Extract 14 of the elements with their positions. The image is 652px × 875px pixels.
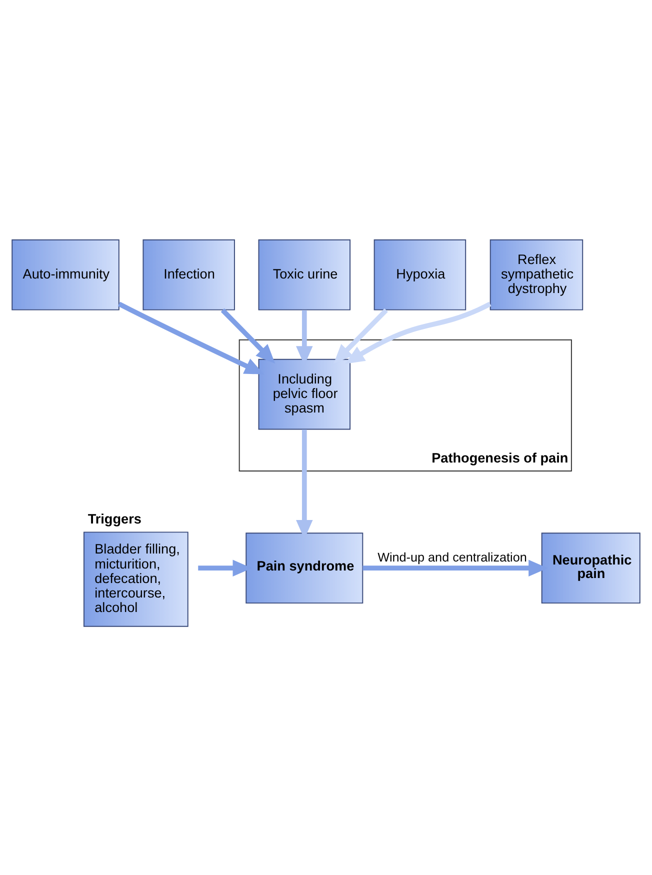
- node-box: Auto-immunity: [12, 239, 120, 310]
- arrow: [118, 302, 264, 374]
- edge-label: Wind-up and centralization: [378, 550, 527, 565]
- node-box: Infection: [142, 239, 235, 310]
- node-box: Including pelvic floor spasm: [258, 358, 351, 430]
- arrow: [220, 308, 276, 364]
- node-box: Neuropathic pain: [541, 532, 640, 604]
- node-box: Toxic urine: [258, 239, 351, 310]
- arrow: [334, 308, 388, 364]
- node-label: Triggers: [88, 512, 142, 527]
- node-box: Hypoxia: [374, 239, 466, 310]
- node-box: Reflex sympathetic dystrophy: [490, 239, 584, 310]
- arrow: [345, 302, 492, 364]
- node-box: Pain syndrome: [246, 532, 364, 604]
